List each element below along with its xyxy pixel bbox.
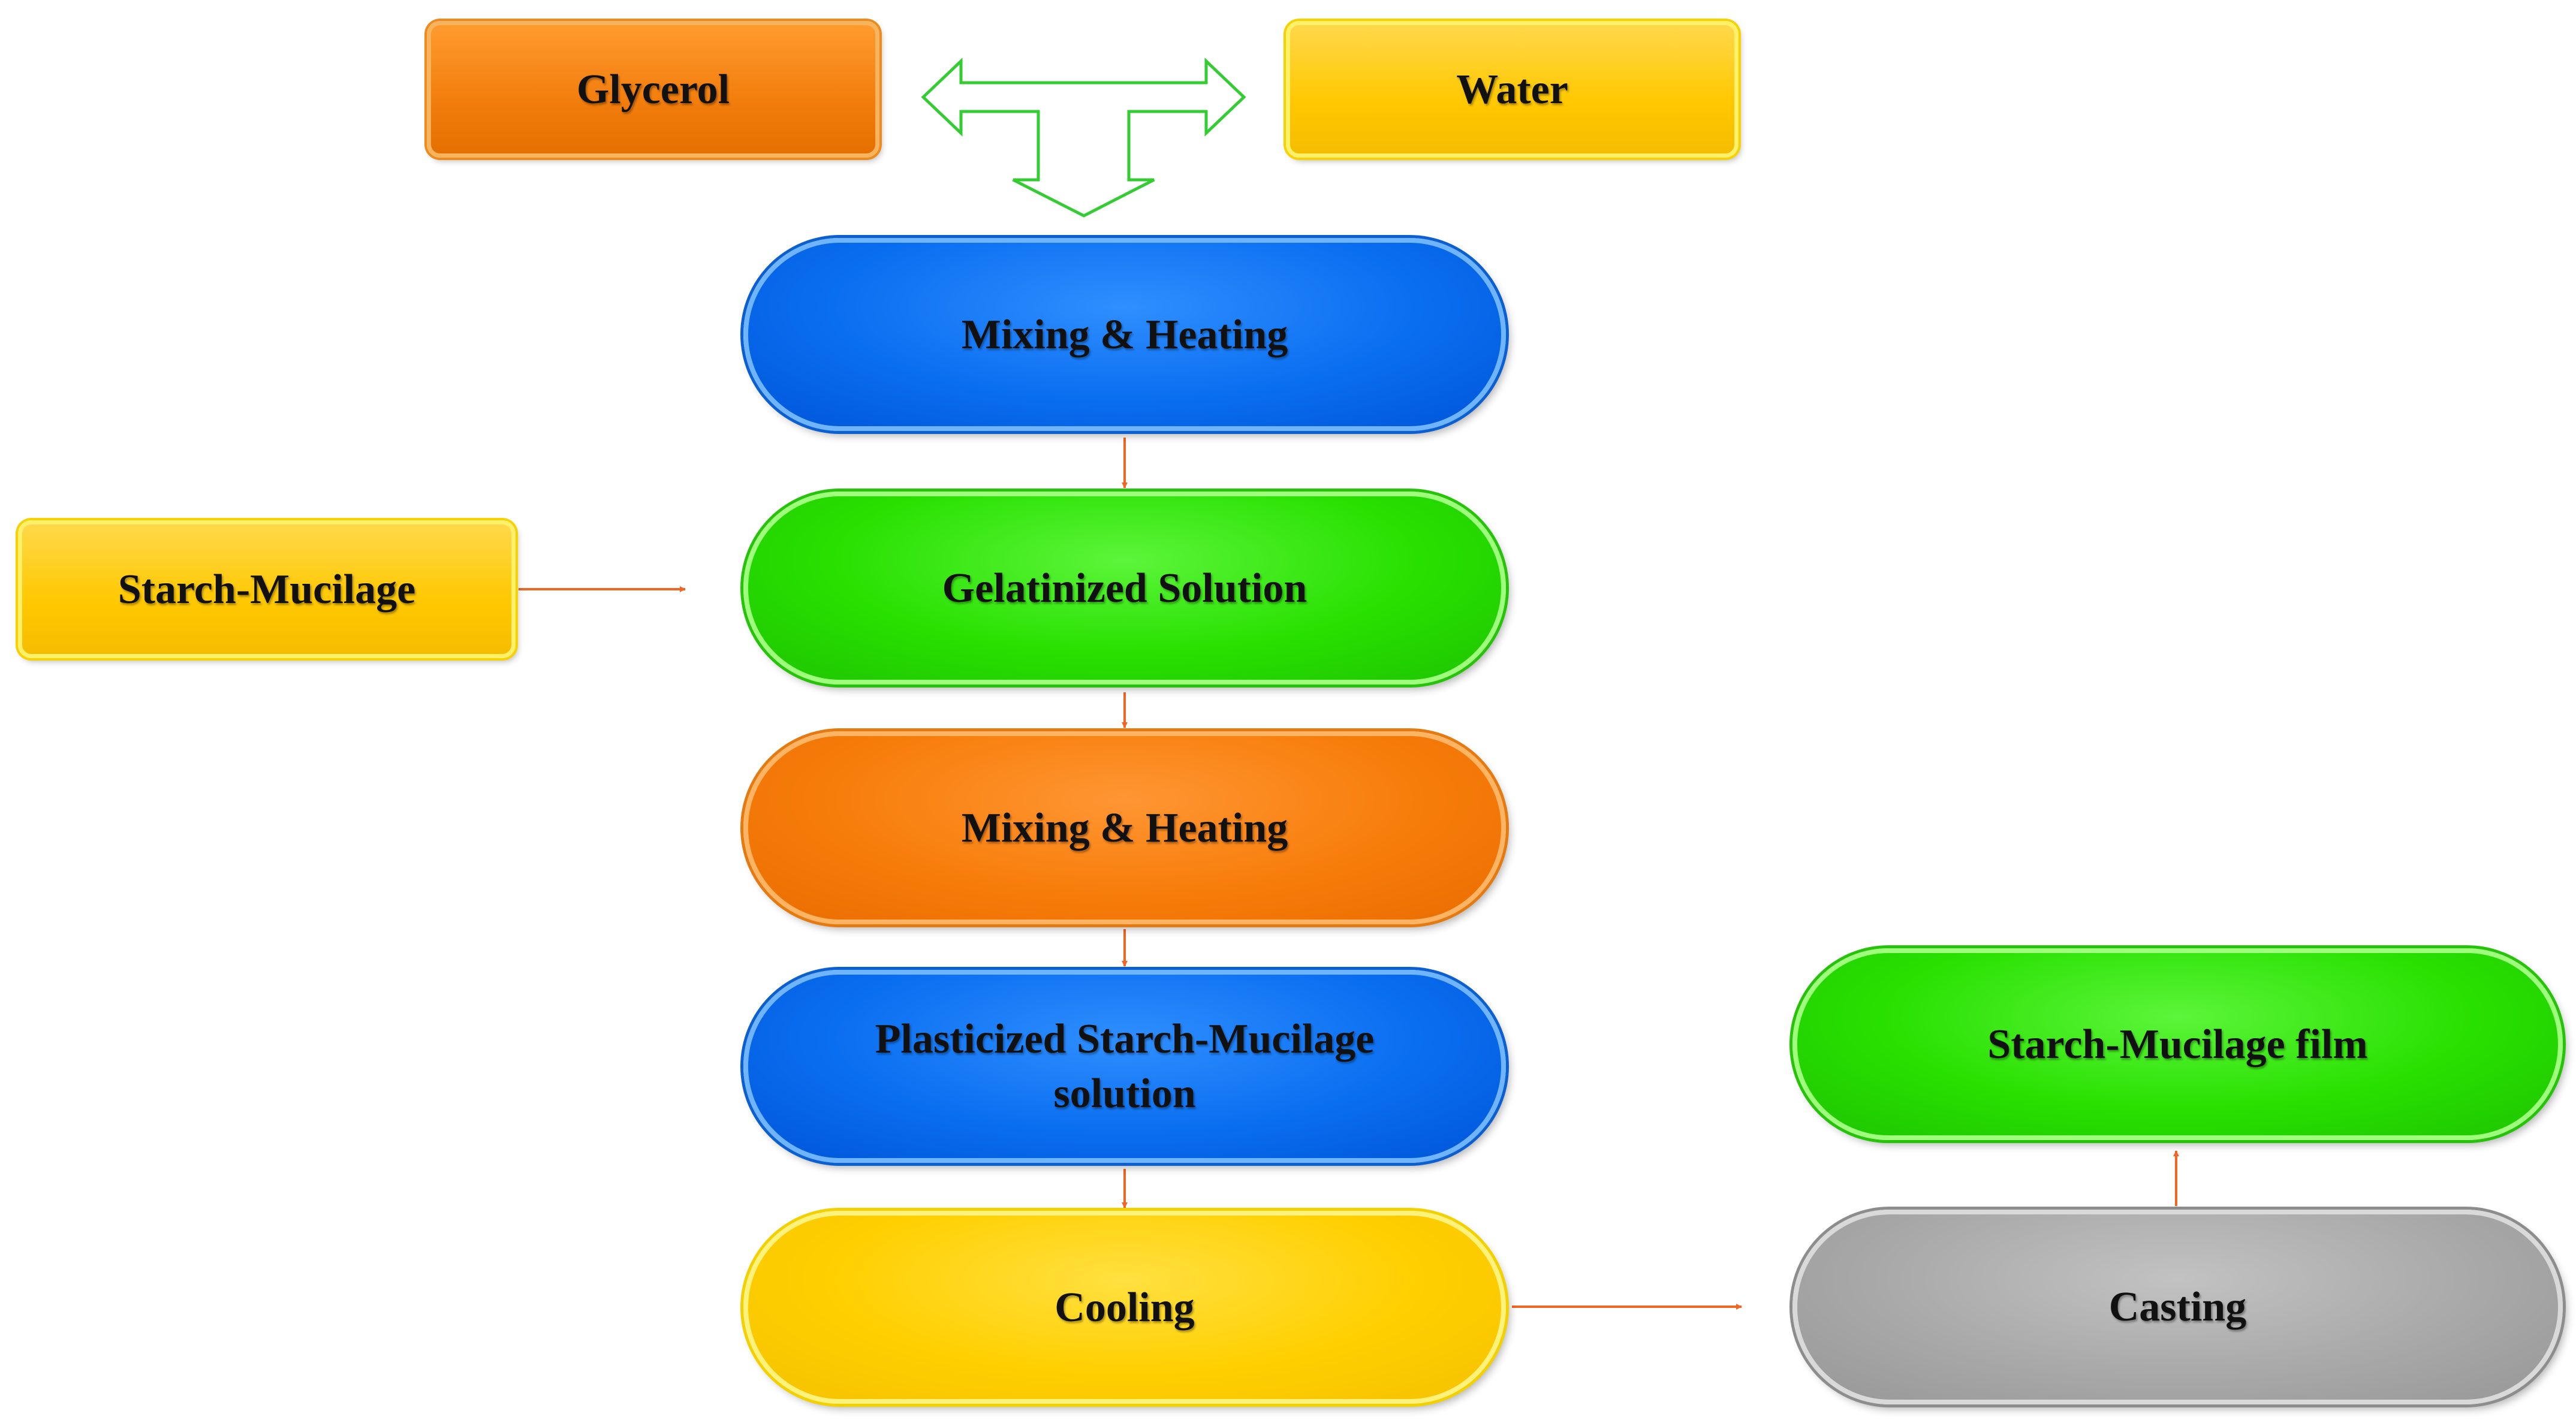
mixing-heating-1-label: Mixing & Heating: [961, 311, 1288, 358]
plasticized-solution-node: Plasticized Starch-Mucilage solution: [743, 970, 1506, 1163]
casting-node: Casting: [1792, 1210, 2563, 1404]
t-junction-block-arrow: [921, 58, 1246, 218]
mixing-heating-1-node: Mixing & Heating: [743, 238, 1506, 431]
cooling-node: Cooling: [743, 1211, 1506, 1404]
cooling-label: Cooling: [1054, 1284, 1195, 1331]
water-label: Water: [1456, 66, 1568, 113]
glycerol-box: Glycerol: [427, 21, 879, 158]
gelatinized-solution-node: Gelatinized Solution: [743, 492, 1506, 685]
casting-label: Casting: [2108, 1284, 2247, 1330]
film-label: Starch-Mucilage film: [1987, 1021, 2368, 1068]
starch-mucilage-label: Starch-Mucilage: [117, 566, 416, 613]
gelatinized-solution-label: Gelatinized Solution: [942, 565, 1307, 611]
starch-mucilage-box: Starch-Mucilage: [18, 520, 516, 658]
glycerol-label: Glycerol: [576, 66, 730, 113]
mixing-heating-2-label: Mixing & Heating: [961, 804, 1288, 851]
plasticized-label-line1: Plasticized Starch-Mucilage: [875, 1016, 1375, 1062]
starch-mucilage-film-node: Starch-Mucilage film: [1792, 948, 2563, 1140]
plasticized-label-line2: solution: [1053, 1071, 1196, 1117]
water-box: Water: [1286, 21, 1739, 158]
mixing-heating-2-node: Mixing & Heating: [743, 731, 1506, 924]
